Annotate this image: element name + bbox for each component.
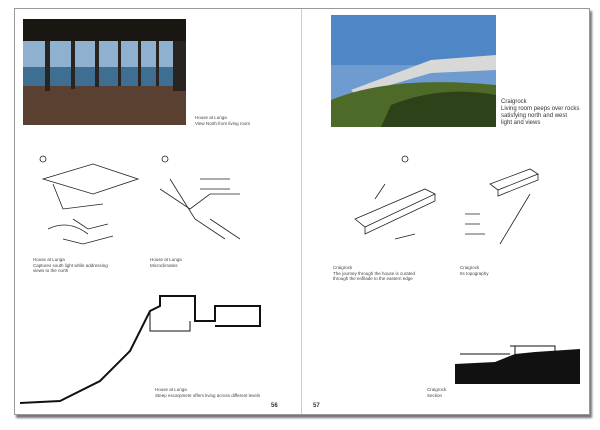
caption-text: The journey through the house is curated [333, 270, 416, 276]
caption-text: satisfying north and west [501, 113, 568, 119]
section-drawing-craigrock [455, 345, 580, 384]
caption-text: Section [427, 392, 443, 398]
caption-title: House at Lunga [33, 257, 65, 262]
caption-title: Craigrock [501, 99, 527, 105]
interior-photo [23, 19, 186, 125]
book-spread: House at Lunga View North from living ro… [14, 8, 590, 415]
caption-title: Craigrock [333, 265, 353, 270]
sketch-journey [354, 155, 436, 240]
caption-title: House at Lunga [155, 387, 187, 392]
section-caption: Craigrock Section [427, 387, 557, 398]
caption-text: Steep escarpment offers living across di… [155, 392, 261, 398]
sketch-microclimates [159, 155, 241, 240]
caption-title: Craigrock [427, 387, 447, 392]
section-drawing-lunga [20, 295, 261, 404]
exterior-photo [331, 15, 496, 127]
gutter [301, 9, 302, 414]
caption-text: Its topography [460, 270, 489, 276]
sketch2-caption: Craigrock Its topography [460, 265, 590, 276]
sketch1-caption: Craigrock The journey through the house … [333, 265, 463, 282]
caption-text: Microclimates [150, 262, 178, 268]
photo-caption: House at Lunga View North from living ro… [195, 115, 325, 126]
caption-title: Craigrock [460, 265, 480, 270]
page-number-left: 56 [271, 403, 278, 409]
caption-text: through the enfilade to the eastern edge [333, 276, 413, 281]
sketch-topography [465, 168, 539, 245]
caption-text: light and views [501, 120, 541, 126]
sketch-sun-light [39, 155, 140, 245]
photo-caption: Craigrock Living room peeps over rocks s… [501, 99, 596, 127]
sketch1-caption: House at Lunga Captures south light whil… [33, 257, 163, 274]
caption-title: House at Lunga [150, 257, 182, 262]
caption-text: Living room peeps over rocks [501, 106, 580, 112]
caption-text: View North from living room [195, 120, 251, 126]
caption-text: views to the north [33, 268, 69, 273]
caption-text: Captures south light while addressing [33, 262, 108, 268]
page-number-right: 57 [313, 403, 320, 409]
caption-title: House at Lunga [195, 115, 227, 120]
section-caption: House at Lunga Steep escarpment offers l… [155, 387, 285, 398]
sketch2-caption: House at Lunga Microclimates [150, 257, 280, 268]
